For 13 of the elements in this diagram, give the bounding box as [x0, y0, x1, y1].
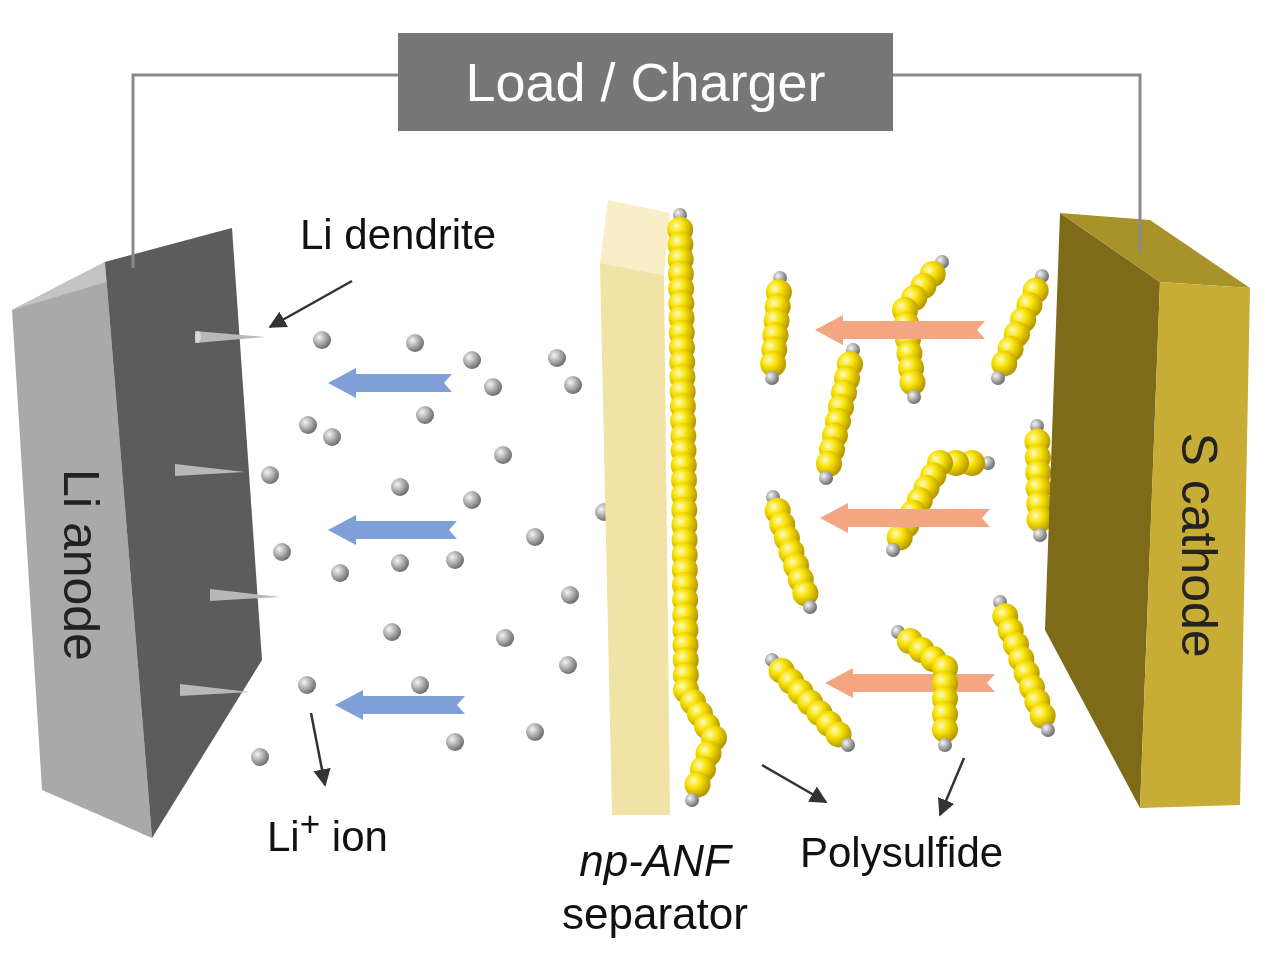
wire	[131, 73, 398, 268]
separator-label: np-ANF separator	[561, 835, 749, 940]
load-charger-box: Load / Charger	[398, 33, 893, 131]
callout-label: Polysulfide	[800, 830, 1004, 877]
electrode-label: Li anode	[52, 469, 108, 661]
leader-line	[938, 757, 966, 817]
callout-label: Li dendrite	[300, 212, 497, 259]
leader-line	[309, 712, 331, 787]
leader-line	[761, 763, 828, 804]
leader-line	[268, 279, 353, 329]
callout-label: Li$^{+}$ ion	[267, 805, 388, 861]
wire	[893, 73, 1142, 252]
electrode-label: S cathode	[1170, 432, 1226, 658]
